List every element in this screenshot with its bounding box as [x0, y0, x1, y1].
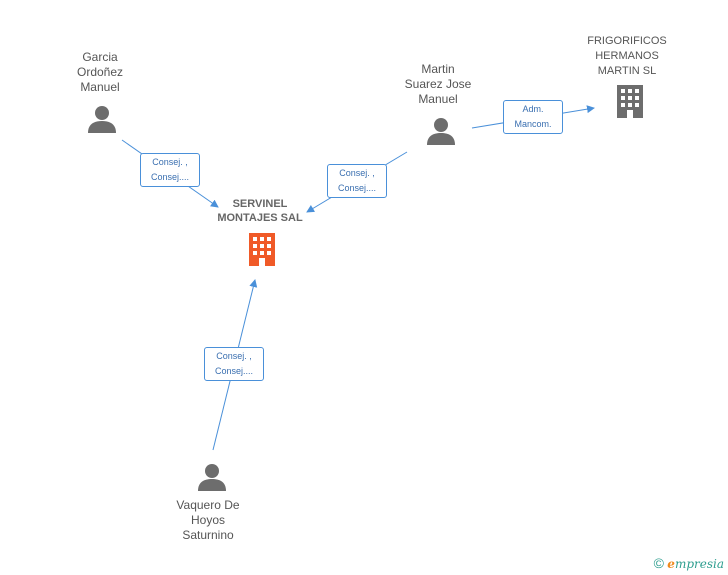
person-icon[interactable]: [197, 462, 227, 492]
building-icon[interactable]: [614, 84, 646, 118]
person-label-martin: Martin Suarez Jose Manuel: [404, 62, 472, 106]
company-label-servinel: SERVINEL MONTAJES SAL: [217, 198, 303, 224]
person-label-vaquero: Vaquero De Hoyos Saturnino: [176, 498, 240, 542]
edge-label-vaquero-servinel[interactable]: Consej. , Consej....: [204, 347, 264, 381]
person-icon[interactable]: [426, 116, 456, 146]
company-label-frigorificos: FRIGORIFICOS HERMANOS MARTIN SL: [587, 35, 667, 77]
edge-label-martin-frigorificos[interactable]: Adm. Mancom.: [503, 100, 563, 134]
brand-e: e: [667, 557, 675, 571]
brand-name: mpresia: [674, 557, 724, 571]
edge-label-garcia-servinel[interactable]: Consej. , Consej....: [140, 153, 200, 187]
edge-label-martin-servinel[interactable]: Consej. , Consej....: [327, 164, 387, 198]
empresia-brand: © empresia: [654, 555, 724, 571]
copyright-icon: ©: [653, 555, 664, 571]
building-icon[interactable]: [246, 232, 278, 266]
person-icon[interactable]: [87, 104, 117, 134]
person-label-garcia: Garcia Ordoñez Manuel: [76, 50, 124, 94]
